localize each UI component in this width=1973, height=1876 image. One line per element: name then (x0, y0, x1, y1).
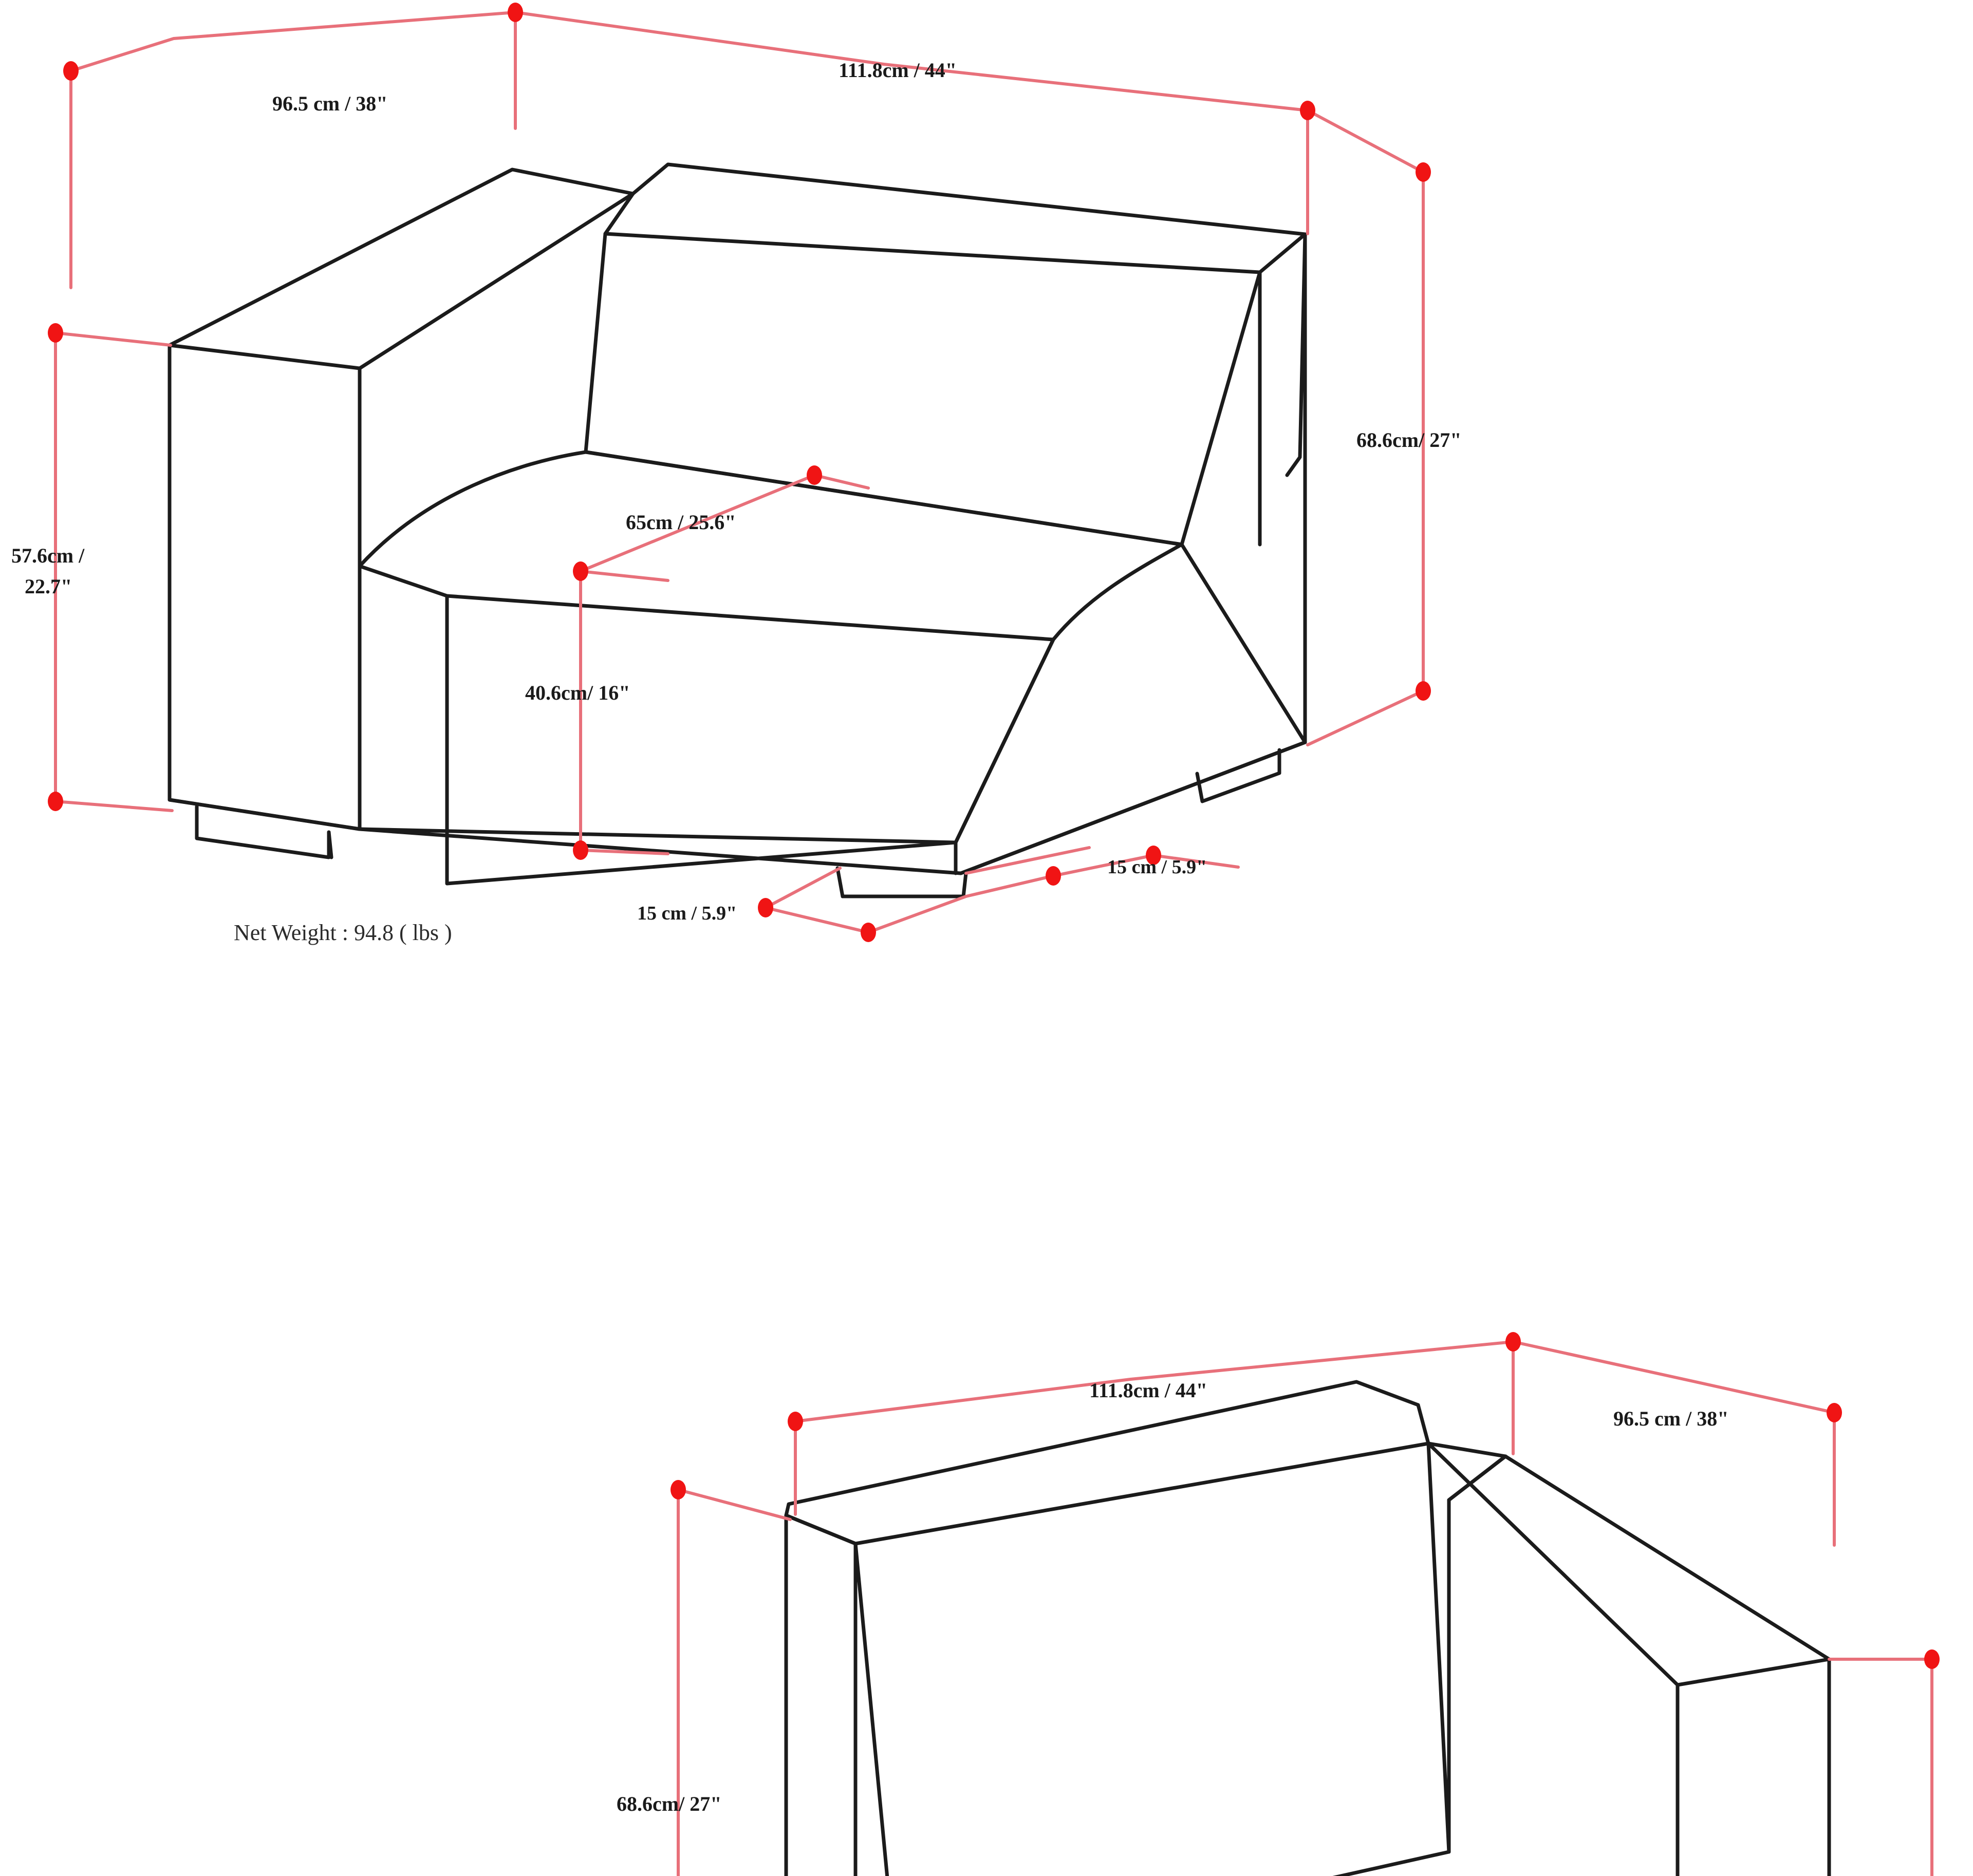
extline-legside-b (964, 846, 1091, 875)
dimension-markers-bottom (671, 1332, 1940, 1669)
view-left-arm-facing: 96.5 cm / 38" 111.8cm / 44" 68.6cm/ 27" … (11, 3, 1461, 945)
backrest-top-slab (784, 1380, 1420, 1517)
marker (63, 61, 79, 81)
dimline-width-top (794, 1340, 1515, 1423)
label-depth-top: 96.5 cm / 38" (1613, 1407, 1728, 1430)
backrest-front-face (853, 1441, 1451, 1876)
backrest-top-slab-front (603, 192, 1307, 274)
marker (758, 898, 773, 917)
seat-cushion-right-edge (954, 637, 1055, 845)
dimension-lines-bottom (677, 1340, 1933, 1876)
base-right-contour (959, 740, 1307, 875)
seat-cushion-top (358, 450, 1184, 642)
dimline-width-top (514, 11, 1309, 112)
dimension-markers-top (48, 3, 1431, 942)
view-right-arm-facing: 111.8cm / 44" 96.5 cm / 38" 68.6cm/ 27" … (617, 1332, 1940, 1876)
label-leg-front: 15 cm / 5.9" (637, 903, 737, 924)
marker (1146, 846, 1161, 865)
label-arm-height-line2: 22.7" (25, 575, 72, 598)
label-back-height: 68.6cm/ 27" (617, 1792, 721, 1815)
right-arm-inner-slope (1447, 1454, 1507, 1854)
label-back-height: 68.6cm/ 27" (1356, 428, 1461, 452)
marker (807, 465, 822, 485)
marker (671, 1480, 686, 1499)
label-seat-height: 40.6cm/ 16" (525, 681, 630, 704)
sofa-outline-top (167, 162, 1307, 898)
dimension-labels-bottom: 111.8cm / 44" 96.5 cm / 38" 68.6cm/ 27" … (617, 1379, 1728, 1815)
extline-armheight-top (54, 331, 172, 347)
extline-seatdepth-a (813, 474, 870, 490)
marker (508, 3, 523, 22)
label-arm-height-line1: 57.6cm / (11, 544, 85, 567)
marker (573, 840, 588, 860)
extline-seatheight-bottom (579, 849, 669, 855)
marker (573, 561, 588, 581)
dimline-seatdepth (579, 474, 816, 573)
marker (48, 323, 63, 343)
dimline-depth-top (1512, 1340, 1836, 1414)
label-leg-side: 15 cm / 5.9" (1107, 856, 1207, 878)
marker (1505, 1332, 1521, 1352)
extline-armheight-bottom (54, 800, 174, 812)
extline-legfront-a (764, 867, 842, 909)
marker (1046, 866, 1061, 886)
extline-seatdepth-b (579, 570, 669, 582)
label-width-top: 111.8cm / 44" (839, 59, 957, 82)
label-seat-depth: 65cm / 25.6" (626, 511, 736, 534)
dimline-depth-top (69, 11, 517, 72)
marker (1300, 101, 1315, 120)
backrest-left-side (784, 1513, 788, 1876)
base-front-face (358, 827, 958, 875)
marker (1924, 1649, 1940, 1669)
marker (48, 792, 63, 811)
marker (861, 923, 876, 942)
marker (1827, 1403, 1842, 1422)
extline-backheight-top (1306, 109, 1425, 174)
extline-backheight-top (677, 1488, 792, 1521)
marker (1416, 162, 1431, 182)
label-width-top: 111.8cm / 44" (1089, 1379, 1207, 1402)
dimension-labels-top: 96.5 cm / 38" 111.8cm / 44" 68.6cm/ 27" … (11, 59, 1461, 945)
leg-right-rear (1195, 748, 1281, 803)
extline-backheight-bottom (1306, 689, 1425, 746)
label-depth-top: 96.5 cm / 38" (272, 92, 387, 115)
sofa-outline-bottom (784, 1380, 1831, 1876)
marker (788, 1412, 803, 1431)
leg-front-left-inner (327, 830, 333, 859)
extline-legside-a (1152, 854, 1240, 869)
marker (1416, 681, 1431, 701)
net-weight-label: Net Weight : 94.8 ( lbs ) (234, 920, 452, 945)
